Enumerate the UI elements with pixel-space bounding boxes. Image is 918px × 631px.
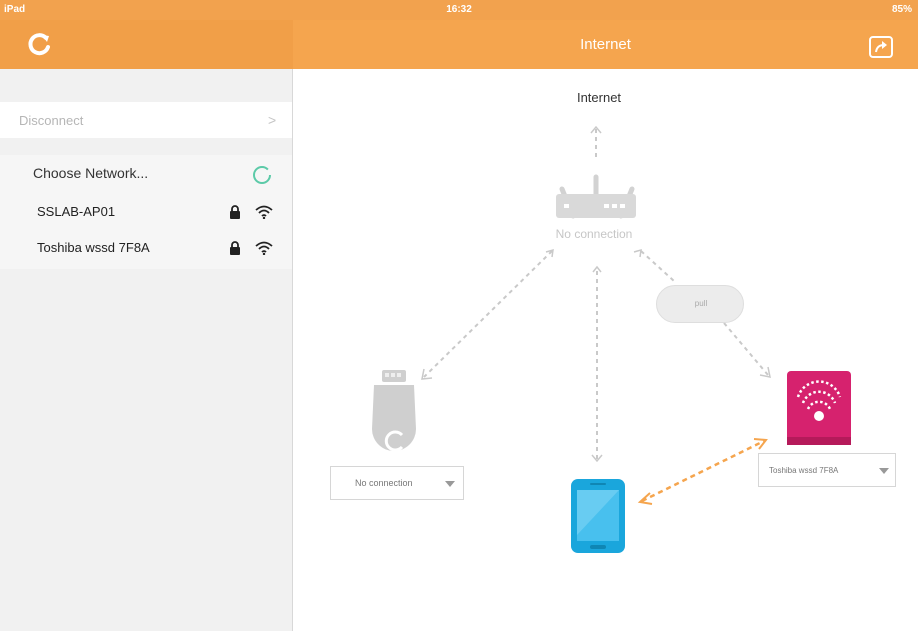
lock-icon <box>230 205 240 219</box>
pull-button[interactable]: pull <box>656 285 744 323</box>
router-status: No connection <box>555 227 633 241</box>
router-to-pill-line <box>640 250 675 282</box>
share-icon[interactable] <box>869 36 893 58</box>
network-sidebar: Disconnect > Choose Network... SSLAB-AP0… <box>0 69 293 631</box>
phone-to-drive-active-line <box>641 439 765 503</box>
wifi-icon <box>255 241 273 255</box>
dropdown-arrow-icon <box>445 481 455 487</box>
nav-bar: Internet <box>0 20 918 69</box>
pull-label: pull <box>694 299 708 308</box>
dropdown-arrow-icon <box>879 468 889 474</box>
chromecast-icon <box>372 370 416 452</box>
arrow-up-icon <box>592 265 602 273</box>
wireless-drive-icon <box>787 371 851 445</box>
arrow-head-icon <box>545 248 554 258</box>
disconnect-label: Disconnect <box>19 113 84 128</box>
phone-icon <box>571 479 625 553</box>
chromecast-network-select[interactable]: No connection <box>330 466 464 500</box>
refresh-icon[interactable] <box>26 30 54 58</box>
sidebar-header <box>0 20 293 69</box>
network-diagram: Internet No connection pull No connectio… <box>294 69 918 631</box>
network-name: Toshiba wssd 7F8A <box>37 240 150 255</box>
arrow-head-icon <box>633 248 642 258</box>
page-title: Internet <box>580 36 631 53</box>
battery-level: 85% <box>891 4 912 15</box>
loading-spinner-icon <box>253 166 271 184</box>
lock-icon <box>230 241 240 255</box>
select-value: No connection <box>355 478 413 488</box>
arrow-head-icon <box>637 492 653 505</box>
arrow-head-icon <box>759 366 771 378</box>
wifi-icon <box>255 205 273 219</box>
device-name: iPad <box>4 4 26 15</box>
disconnect-row[interactable]: Disconnect > <box>0 102 292 138</box>
router-icon <box>556 174 636 219</box>
pill-to-drive-line <box>723 322 769 376</box>
choose-network-heading: Choose Network... <box>33 165 149 181</box>
router-to-chromecast-line <box>423 250 553 378</box>
network-item[interactable]: SSLAB-AP01 <box>0 195 292 231</box>
arrow-head-icon <box>421 368 433 380</box>
network-name: SSLAB-AP01 <box>37 204 116 219</box>
select-value: Toshiba wssd 7F8A <box>769 466 839 475</box>
diagram-canvas <box>372 125 851 553</box>
arrow-down-icon <box>591 454 603 463</box>
drive-network-select[interactable]: Toshiba wssd 7F8A <box>758 453 896 487</box>
arrow-up-icon <box>590 125 602 134</box>
network-item[interactable]: Toshiba wssd 7F8A <box>0 231 292 267</box>
status-bar: iPad 16:32 85% <box>0 0 918 20</box>
chevron-right-icon: > <box>268 112 277 128</box>
clock: 16:32 <box>446 4 472 15</box>
network-list: Choose Network... SSLAB-AP01 Toshiba wss… <box>0 155 292 269</box>
internet-label: Internet <box>576 90 622 105</box>
arrow-head-icon <box>753 438 768 450</box>
